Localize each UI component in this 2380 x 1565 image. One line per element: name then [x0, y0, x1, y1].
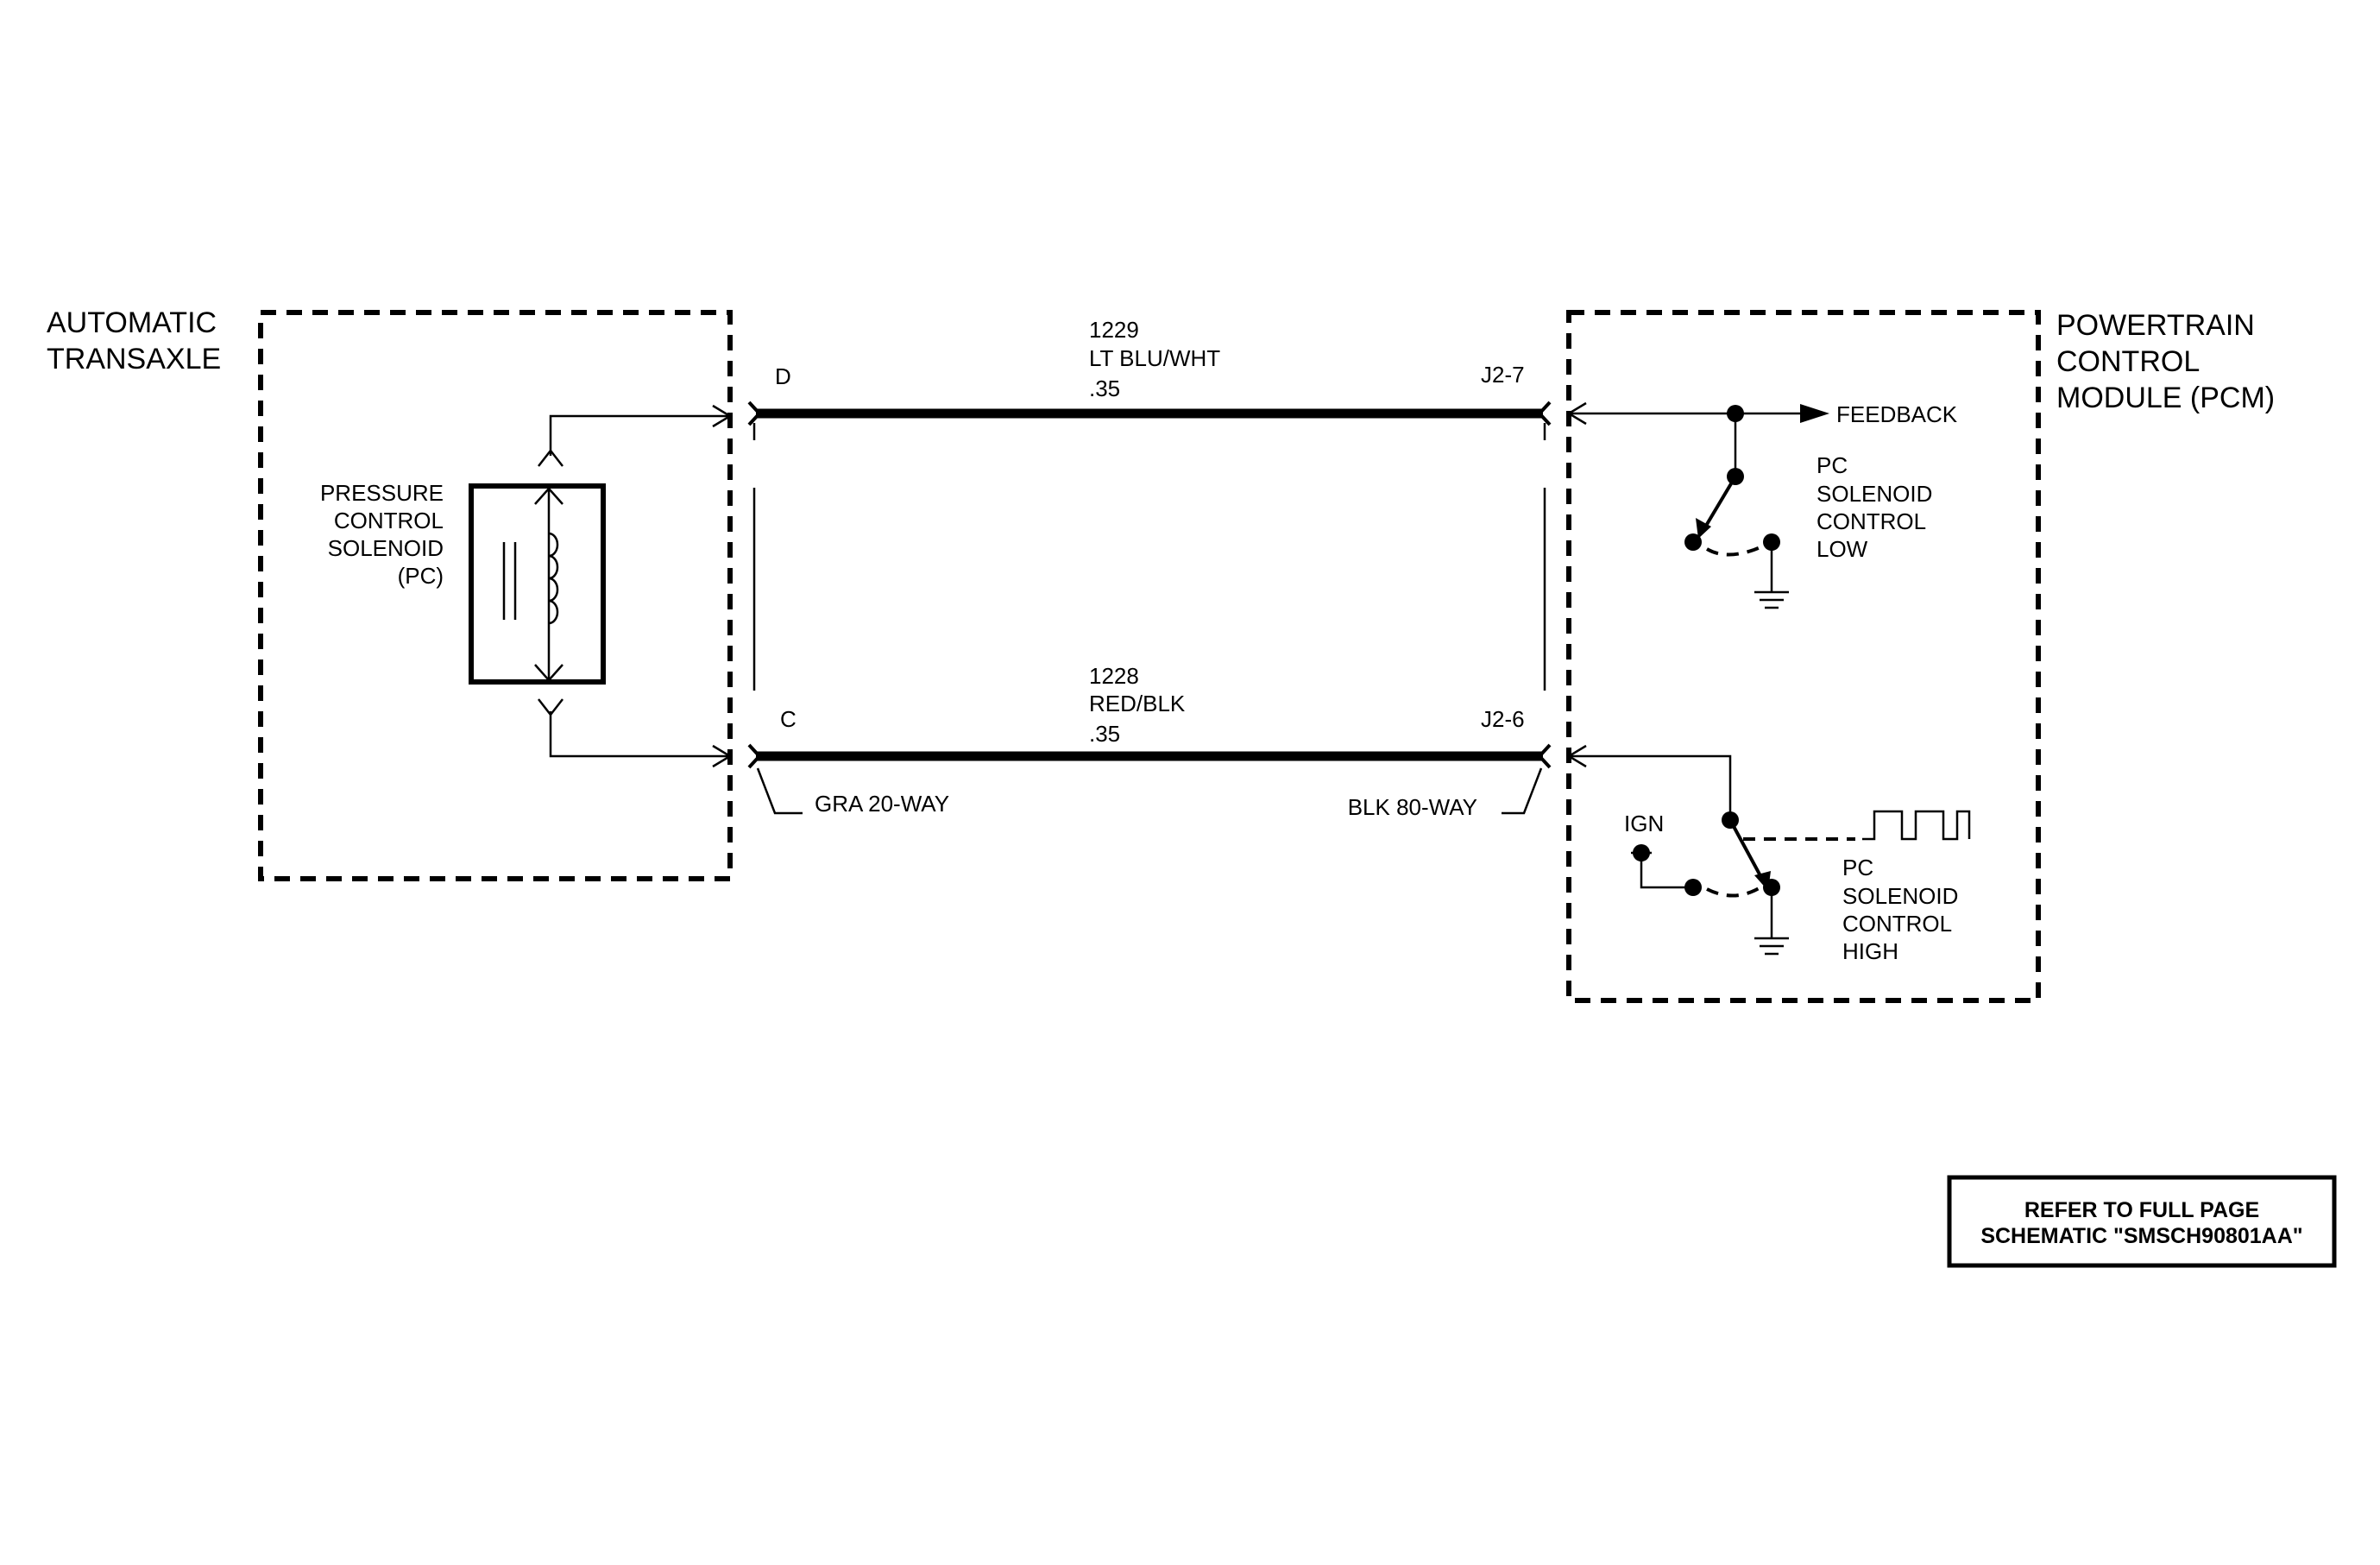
high-label-line1: PC: [1842, 855, 1873, 880]
wire-1228-gauge: .35: [1089, 721, 1120, 747]
high-label-line4: HIGH: [1842, 938, 1898, 964]
reference-note: REFER TO FULL PAGE SCHEMATIC "SMSCH90801…: [1947, 1175, 2337, 1268]
wire-1229-gauge: .35: [1089, 375, 1120, 401]
gra-connector-callout: [756, 767, 803, 815]
harness-section: 1229 LT BLU/WHT .35 D J2-7 1228 RED/BLK …: [747, 317, 1552, 820]
low-switch-contact: [1684, 533, 1702, 551]
pcm-boundary: [1566, 310, 2041, 1003]
transaxle-title-line1: AUTOMATIC: [47, 306, 217, 339]
pcm-title-line3: MODULE (PCM): [2056, 382, 2275, 414]
low-label-line2: SOLENOID: [1816, 481, 1932, 507]
wire-1229-circuit: 1229: [1089, 317, 1139, 343]
solenoid-label-line4: (PC): [398, 563, 444, 589]
ground-low-icon: [1754, 590, 1789, 609]
transaxle-section: AUTOMATIC TRANSAXLE PRESSURE CONTROL SOL…: [47, 306, 733, 881]
solenoid-label-line1: PRESSURE: [320, 480, 444, 506]
wire-1229-color: LT BLU/WHT: [1089, 345, 1220, 371]
wire-1228-left-pin: C: [780, 706, 796, 732]
high-label-line3: CONTROL: [1842, 911, 1952, 937]
feedback-arrow-icon: [1800, 404, 1829, 423]
transaxle-boundary: [258, 310, 733, 881]
note-line1: REFER TO FULL PAGE: [2024, 1198, 2259, 1222]
feedback-label: FEEDBACK: [1836, 401, 1958, 427]
gra-connector-label: GRA 20-WAY: [815, 791, 949, 817]
solenoid-label-line2: CONTROL: [334, 508, 444, 533]
low-label-line3: CONTROL: [1816, 508, 1926, 534]
wire-1228-color: RED/BLK: [1089, 691, 1186, 716]
wire-1228-circuit: 1228: [1089, 663, 1139, 689]
high-label-line2: SOLENOID: [1842, 883, 1958, 909]
ign-label: IGN: [1624, 811, 1664, 836]
blk-connector-callout: [1502, 767, 1543, 815]
low-label-line4: LOW: [1816, 536, 1868, 562]
transaxle-title-line2: TRANSAXLE: [47, 343, 221, 375]
wire-1229-right-pin: J2-7: [1481, 362, 1525, 388]
pcm-section: POWERTRAIN CONTROL MODULE (PCM) FEEDBACK…: [1566, 309, 2275, 1003]
wire-1229-left-pin: D: [775, 363, 791, 389]
ground-high-icon: [1754, 937, 1789, 956]
blk-connector-label: BLK 80-WAY: [1348, 794, 1477, 820]
solenoid-label-line3: SOLENOID: [328, 535, 444, 561]
pcm-title-line1: POWERTRAIN: [2056, 309, 2255, 342]
pwm-waveform-icon: [1862, 810, 1971, 841]
low-label-line1: PC: [1816, 452, 1848, 478]
note-line2: SCHEMATIC "SMSCH90801AA": [1980, 1224, 2302, 1248]
wire-1228-right-pin: J2-6: [1481, 706, 1525, 732]
pressure-control-solenoid-symbol: [469, 483, 606, 685]
pcm-title-line2: CONTROL: [2056, 345, 2200, 378]
